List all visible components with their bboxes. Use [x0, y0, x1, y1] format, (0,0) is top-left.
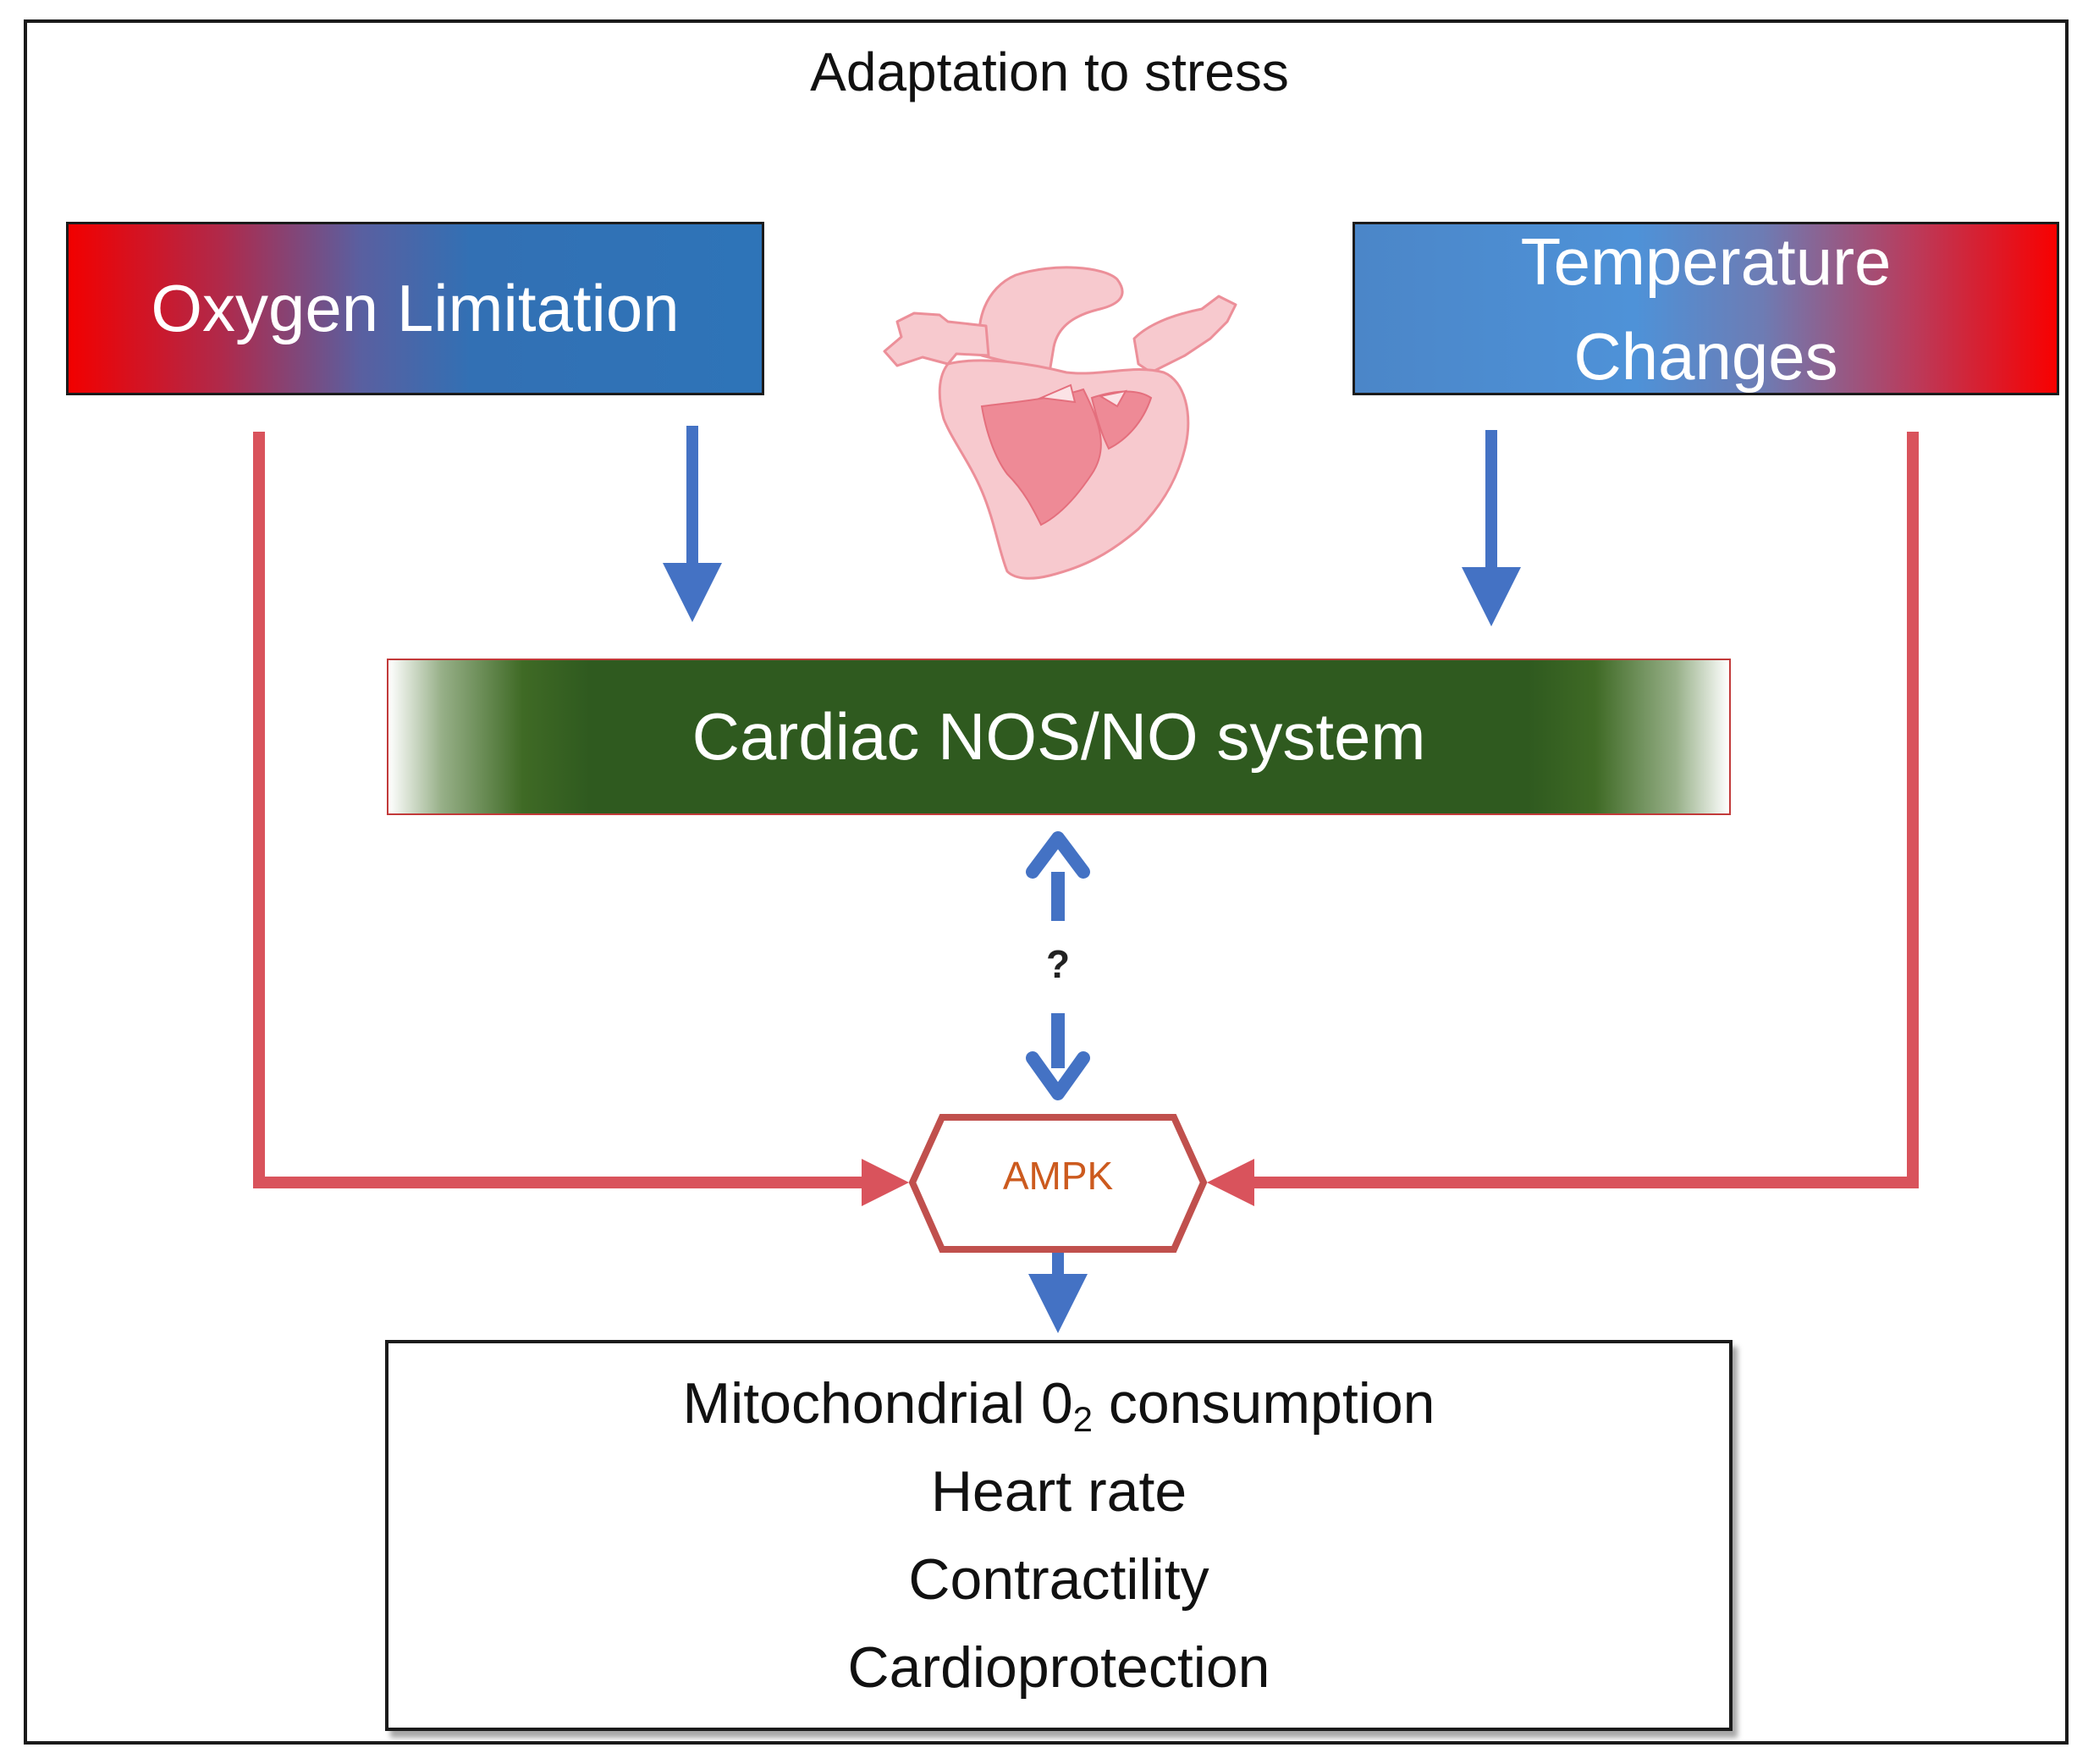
- outcome-mitochondrial-o2: Mitochondrial 02 consumption: [683, 1359, 1435, 1447]
- temperature-label-line1: Temperature: [1520, 223, 1892, 299]
- oxygen-limitation-label: Oxygen Limitation: [151, 271, 680, 345]
- diagram-title: Adaptation to stress: [810, 41, 1289, 102]
- oxygen-limitation-box: Oxygen Limitation: [66, 222, 764, 395]
- unknown-link-question-mark: ?: [1045, 942, 1071, 986]
- ampk-hexagon: [908, 1114, 1208, 1253]
- outcome-mito-text: Mitochondrial 0: [682, 1371, 1073, 1436]
- cardiac-nos-no-box: Cardiac NOS/NO system: [387, 659, 1731, 815]
- temperature-to-ampk-connector: [1207, 432, 1919, 1206]
- temperature-label-line2: Changes: [1573, 318, 1838, 394]
- outcome-cardioprotection: Cardioprotection: [847, 1635, 1270, 1700]
- outcomes-box: Mitochondrial 02 consumption Heart rate …: [385, 1340, 1733, 1731]
- outcome-heart-rate: Heart rate: [930, 1459, 1187, 1524]
- outcome-mito-subscript: 2: [1072, 1399, 1094, 1439]
- outcome-mito-text-end: consumption: [1093, 1371, 1435, 1436]
- nos-ampk-bidirectional-arrow: [1026, 831, 1090, 1100]
- nos-gradient-fill: [388, 660, 1729, 813]
- temperature-changes-box: Temperature Changes: [1353, 222, 2059, 395]
- cardiac-nos-no-label: Cardiac NOS/NO system: [691, 699, 1426, 774]
- oxygen-to-ampk-connector: [253, 432, 909, 1206]
- outcome-contractility: Contractility: [908, 1547, 1209, 1612]
- ampk-label: AMPK: [1002, 1154, 1114, 1198]
